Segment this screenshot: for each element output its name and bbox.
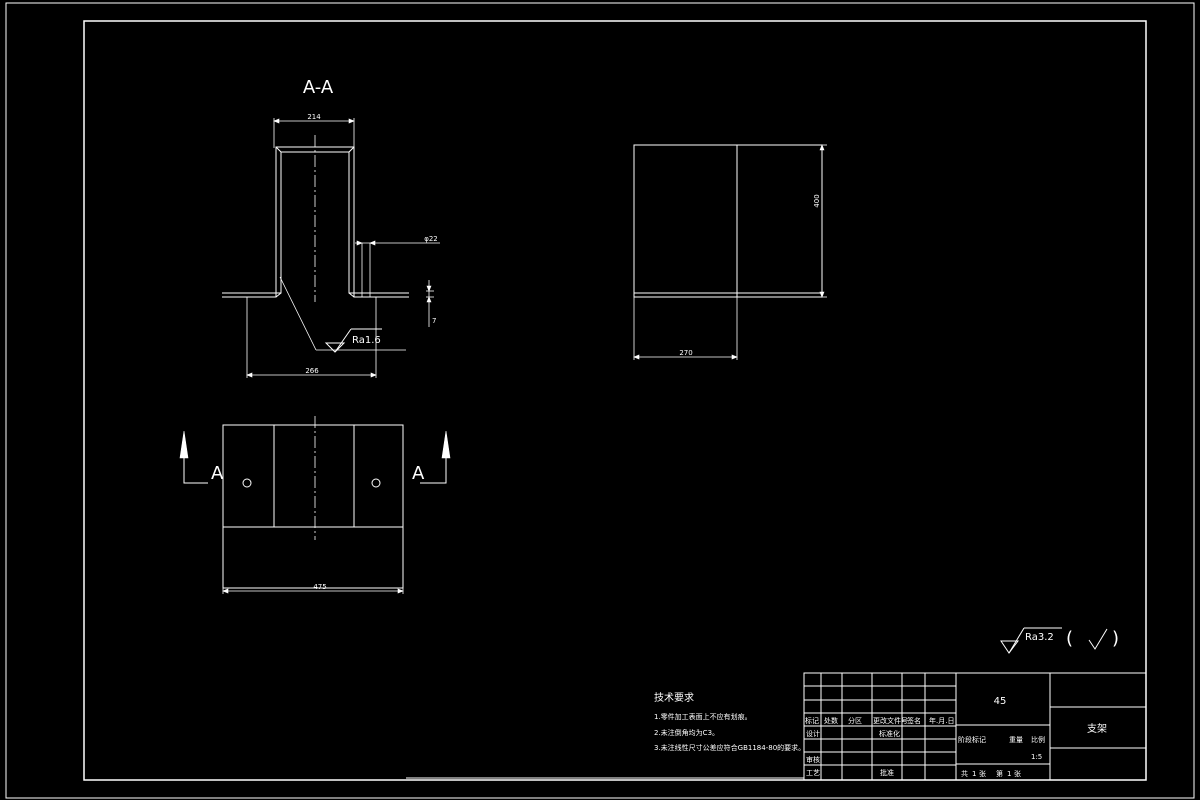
corner-right <box>348 146 355 153</box>
section-marker-left: A <box>211 463 224 484</box>
weight-label: 重量 <box>1009 736 1023 744</box>
channel-outer-outline <box>222 146 409 298</box>
channel-inner-outline <box>222 151 409 294</box>
slot-arrow-left <box>356 240 363 246</box>
section-marker-right-line <box>420 458 447 484</box>
stage-mark-label: 阶段标记 <box>958 735 986 744</box>
roughness-local-value: Ra1.6 <box>352 335 381 346</box>
sheet-prefix: 共 <box>961 769 968 778</box>
roughness-symbol-local <box>324 342 346 353</box>
section-marker-left-line <box>183 458 208 484</box>
section-marker-left-arrow <box>179 430 189 459</box>
inner-frame <box>83 20 1147 781</box>
side-width-value: 270 <box>679 349 692 357</box>
section-marker-right: A <box>412 463 425 484</box>
general-roughness-symbol <box>1000 640 1019 654</box>
corner-left <box>275 146 282 153</box>
general-roughness-stem <box>1008 627 1025 654</box>
general-roughness-close: ) <box>1112 628 1119 649</box>
section-marker-right-arrow <box>441 430 451 459</box>
header-count: 处数 <box>824 716 838 725</box>
approve-label: 批准 <box>880 768 894 777</box>
outer-border <box>5 2 1195 799</box>
process-label: 工艺 <box>806 769 820 777</box>
slot-dimension: φ22 <box>424 235 438 243</box>
small-height-value: 7 <box>432 317 436 325</box>
header-signature: 签名 <box>907 716 921 725</box>
general-roughness-open: ( <box>1066 628 1073 649</box>
front-dim-arrow-left <box>222 588 229 594</box>
sheet-unit: 张 <box>979 769 986 778</box>
side-height-arrow-top <box>819 144 825 151</box>
dim-top-arrow-left <box>273 118 280 124</box>
header-change-doc: 更改文件号 <box>873 716 908 725</box>
dim-top-arrow-right <box>348 118 355 124</box>
bottom-dim-arrow-left <box>246 372 253 378</box>
scale-label: 比例 <box>1031 735 1045 744</box>
front-dim-arrow-right <box>397 588 404 594</box>
sheet-current: 1 <box>1007 770 1011 778</box>
front-dim-value: 475 <box>313 583 326 591</box>
hole-left <box>242 478 252 488</box>
bend-right <box>348 292 355 298</box>
note-1: 1.零件加工表面上不应有划痕。 <box>654 712 752 721</box>
standardization-label: 标准化 <box>879 729 900 738</box>
sheet-total: 1 <box>972 770 976 778</box>
side-width-arrow-left <box>633 354 640 360</box>
small-dim-arrow-up <box>426 285 432 292</box>
dim-top-value: 214 <box>307 113 321 121</box>
roughness-tick <box>334 328 352 353</box>
bend-left <box>275 292 282 298</box>
scale-value: 1:5 <box>1031 753 1042 761</box>
general-roughness-value: Ra3.2 <box>1025 632 1054 643</box>
part-name: 支架 <box>1087 723 1107 735</box>
sheet-suffix: 张 <box>1014 769 1021 778</box>
notes-title: 技术要求 <box>654 691 694 704</box>
general-roughness-check <box>1088 628 1108 650</box>
header-date: 年.月.日 <box>929 716 954 725</box>
header-zone: 分区 <box>848 716 862 725</box>
side-height-arrow-bottom <box>819 291 825 298</box>
hole-right <box>371 478 381 488</box>
side-view-outline <box>633 144 823 298</box>
bottom-dim-value: 266 <box>305 367 319 375</box>
note-3: 3.未注线性尺寸公差应符合GB1184-80的要求。 <box>654 743 805 752</box>
material: 45 <box>994 696 1007 707</box>
roughness-leader-line <box>279 276 317 351</box>
review-label: 审核 <box>806 755 820 764</box>
section-title: A-A <box>303 77 334 98</box>
design-label: 设计 <box>806 729 820 738</box>
slot-arrow-right <box>369 240 376 246</box>
side-width-arrow-right <box>731 354 738 360</box>
plan-view-outline <box>222 424 404 589</box>
small-dim-arrow-down <box>426 296 432 303</box>
side-height-value: 400 <box>813 194 821 207</box>
header-mark: 标记 <box>805 716 819 725</box>
bottom-dim-arrow-right <box>370 372 377 378</box>
note-2: 2.未注倒角均为C3。 <box>654 728 719 737</box>
sheet-middle: 第 <box>996 769 1003 778</box>
